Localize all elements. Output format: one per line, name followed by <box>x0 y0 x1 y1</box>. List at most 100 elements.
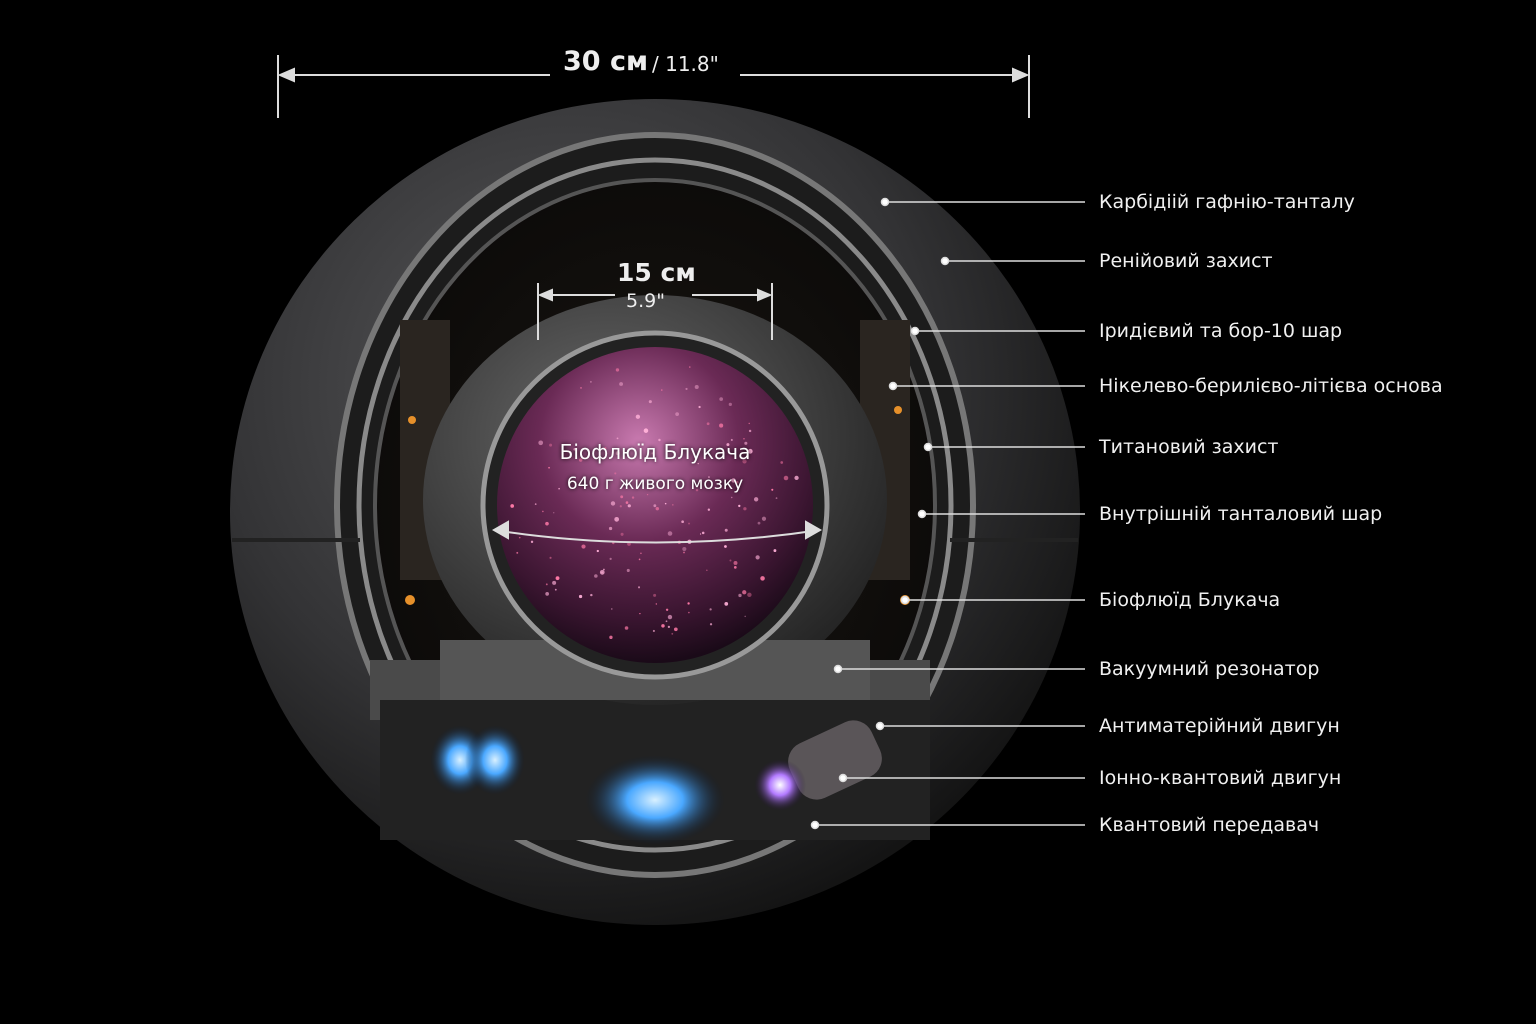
core-sparkle <box>594 574 598 578</box>
core-sparkle <box>639 613 641 615</box>
core-sparkle <box>518 536 521 539</box>
core-sparkle <box>685 387 688 391</box>
biofluid-core <box>497 347 813 663</box>
core-sparkle <box>558 487 560 490</box>
core-sparkle <box>731 496 733 499</box>
core-sparkle <box>733 561 738 565</box>
core-sparkle <box>625 501 629 504</box>
core-sparkle <box>667 625 671 629</box>
core-sparkle <box>664 502 667 505</box>
core-sparkle <box>580 387 582 389</box>
core-sparkle <box>697 463 699 465</box>
callout-label: Нікелево-берилієво-літієва основа <box>1099 375 1443 397</box>
core-sparkle <box>640 552 642 555</box>
callout-label: Карбідіій гафнію-танталу <box>1099 191 1355 213</box>
core-sparkle <box>614 472 617 475</box>
core-sparkle <box>743 507 747 511</box>
core-sparkle <box>615 368 620 372</box>
core-sparkle <box>614 516 620 522</box>
callout-label: Квантовий передавач <box>1099 814 1320 836</box>
core-sparkle <box>552 580 557 585</box>
core-sparkle <box>672 504 674 506</box>
core-sparkle <box>742 459 747 464</box>
core-sparkle <box>638 558 641 561</box>
leader-dot <box>923 442 933 452</box>
core-sparkle <box>773 549 777 553</box>
core-sparkle <box>671 632 674 635</box>
leader-dot <box>888 381 898 391</box>
core-sparkle <box>660 389 663 391</box>
core-sparkle <box>651 452 654 455</box>
core-sparkle <box>708 476 710 479</box>
core-sparkle <box>755 555 760 560</box>
core-sparkle <box>638 586 641 589</box>
leader-lines <box>810 197 1085 830</box>
engines <box>430 720 882 845</box>
core-diameter-imperial: 5.9" <box>626 290 665 312</box>
core-sparkle <box>599 569 605 575</box>
leader-dot <box>833 664 843 674</box>
callout-label: Ренійовий захист <box>1099 250 1273 272</box>
callout-label: Вакуумний резонатор <box>1099 658 1320 680</box>
core-sparkle <box>738 504 741 508</box>
core-sparkle <box>653 504 657 508</box>
core-sparkle <box>794 475 799 481</box>
core-subtitle: 640 г живого мозку <box>566 474 744 494</box>
callout-label: Іридієвий та бор-10 шар <box>1099 320 1343 342</box>
core-sparkle <box>667 614 673 620</box>
core-sparkle <box>538 440 544 446</box>
core-sparkle <box>726 443 730 447</box>
callout-label: Антиматерійний двигун <box>1099 715 1340 737</box>
callout-label: Іонно-квантовий двигун <box>1099 767 1342 789</box>
core-sparkle <box>681 520 684 524</box>
core-sparkle <box>581 544 586 549</box>
core-sparkle <box>709 623 713 626</box>
core-sparkle <box>721 449 724 453</box>
core-sparkle <box>573 448 576 451</box>
core-sparkle <box>753 497 759 502</box>
core-sparkle <box>534 503 537 505</box>
core-sparkle <box>688 522 690 525</box>
core-sparkle <box>619 382 624 386</box>
core-sparkle <box>658 438 661 442</box>
core-sparkle <box>643 428 649 433</box>
leader-dot <box>900 595 910 605</box>
core-sparkle <box>706 569 708 572</box>
core-sparkle <box>729 559 732 562</box>
core-sparkle <box>619 505 622 508</box>
core-sparkle <box>631 496 635 499</box>
core-sparkle <box>761 516 767 521</box>
core-sparkle <box>545 583 548 586</box>
core-sparkle <box>549 443 553 447</box>
core-sparkle <box>760 576 765 581</box>
core-sparkle <box>624 626 629 630</box>
core-sparkle <box>699 533 702 535</box>
core-sparkle <box>611 608 613 610</box>
core-sparkle <box>780 461 784 464</box>
core-sparkle <box>675 412 679 416</box>
core-sparkle <box>719 423 724 428</box>
core-sparkle <box>603 447 607 450</box>
outer-diameter-metric: 30 см <box>563 46 649 77</box>
core-sparkle <box>724 602 729 606</box>
core-sparkle <box>673 627 678 632</box>
core-sparkle <box>667 531 673 536</box>
leader-dot <box>940 256 950 266</box>
core-sparkle <box>783 475 789 481</box>
core-sparkle <box>709 608 712 611</box>
core-sparkle <box>748 422 750 425</box>
core-sparkle <box>635 414 641 419</box>
core-sparkle <box>682 546 687 552</box>
core-sparkle <box>555 576 560 581</box>
core-sparkle <box>620 495 624 499</box>
core-sparkle <box>707 508 711 511</box>
leader-dot <box>880 197 890 207</box>
core-sparkle <box>728 402 732 406</box>
core-sparkle <box>610 501 616 506</box>
core-sparkle <box>646 494 649 496</box>
core-sparkle <box>695 488 699 492</box>
core-sparkle <box>553 512 555 514</box>
core-sparkle <box>578 458 583 462</box>
leader-dot <box>917 509 927 519</box>
